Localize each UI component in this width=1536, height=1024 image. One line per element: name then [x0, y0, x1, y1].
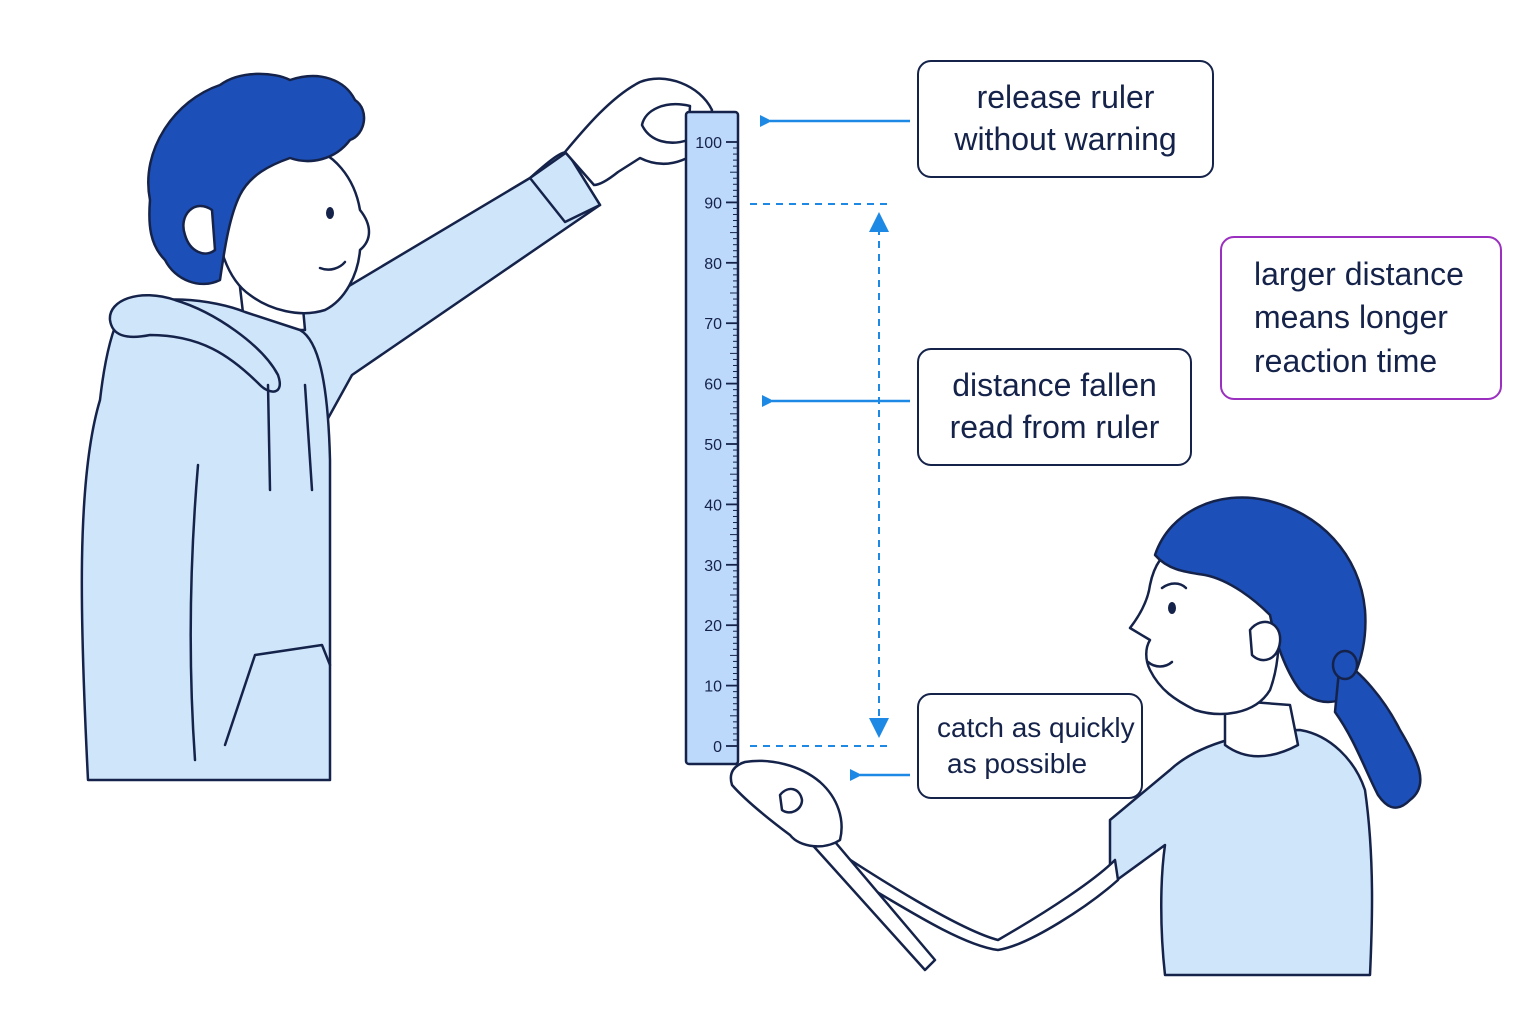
callout-catch-line-2: as possible: [947, 748, 1088, 779]
ruler-tick-label: 20: [704, 618, 722, 635]
pointer-arrows: [760, 115, 910, 781]
catcher-neck: [1223, 698, 1300, 758]
ruler-tick-label: 30: [704, 558, 722, 575]
dropper-hood: [108, 293, 281, 393]
dropper-hoodie: [80, 298, 332, 782]
catcher-ponytail: [1333, 658, 1422, 809]
callout-catch-quickly: catch as quickly as possible: [917, 693, 1143, 799]
dropper-smile: [318, 260, 347, 271]
catcher-arm: [818, 838, 1120, 952]
callout-catch-line-1: catch as quickly: [937, 711, 1135, 743]
ruler-tick-label: 80: [704, 256, 722, 273]
catcher-thumb: [778, 787, 804, 814]
ruler-tick-label: 60: [704, 377, 722, 394]
dropper-eye: [326, 207, 334, 219]
ruler-tick-label: 50: [704, 437, 722, 454]
callout-larger-line-1: larger distance: [1254, 256, 1464, 293]
dropper-arm-seam: [189, 463, 200, 762]
ruler-tick-label: 90: [704, 195, 722, 212]
ruler-tick-label: 100: [695, 135, 722, 152]
ruler-tick-label: 40: [704, 497, 722, 514]
callout-larger-line-3: reaction time: [1254, 342, 1438, 379]
catcher-eye: [1168, 602, 1176, 614]
dropper-drawstring-right: [303, 383, 314, 492]
dropper-ear: [182, 204, 217, 255]
callout-distance-line-2: read from ruler: [949, 409, 1160, 445]
dropper-sleeve-cuff: [528, 150, 602, 224]
catcher-ear: [1248, 620, 1282, 662]
callout-larger-distance: larger distance means longer reaction ti…: [1220, 236, 1502, 400]
callout-release-line-1: release ruler: [976, 79, 1155, 116]
callout-distance-fallen: distance fallen read from ruler: [917, 348, 1192, 466]
callout-release-line-2: without warning: [954, 121, 1177, 157]
ruler-tick-label: 70: [704, 316, 722, 333]
ruler-tick-label: 0: [713, 739, 722, 756]
callout-release-ruler: release ruler without warning: [917, 60, 1214, 178]
person-catcher: [729, 496, 1422, 977]
dropper-pocket: [223, 643, 332, 747]
catcher-hair-tie: [1331, 649, 1359, 681]
ruler-tick-label: 10: [704, 679, 722, 696]
catcher-eyebrow: [1160, 582, 1188, 590]
catcher-smile: [1146, 660, 1174, 668]
dropper-drawstring-left: [266, 383, 272, 492]
callout-distance-line-1: distance fallen: [952, 367, 1157, 404]
callout-larger-line-2: means longer: [1254, 299, 1448, 336]
person-dropper: [80, 72, 714, 782]
distance-indicator: [750, 203, 889, 747]
double-arrow-vertical-icon: [869, 212, 889, 738]
catcher-shirt: [1108, 728, 1374, 977]
